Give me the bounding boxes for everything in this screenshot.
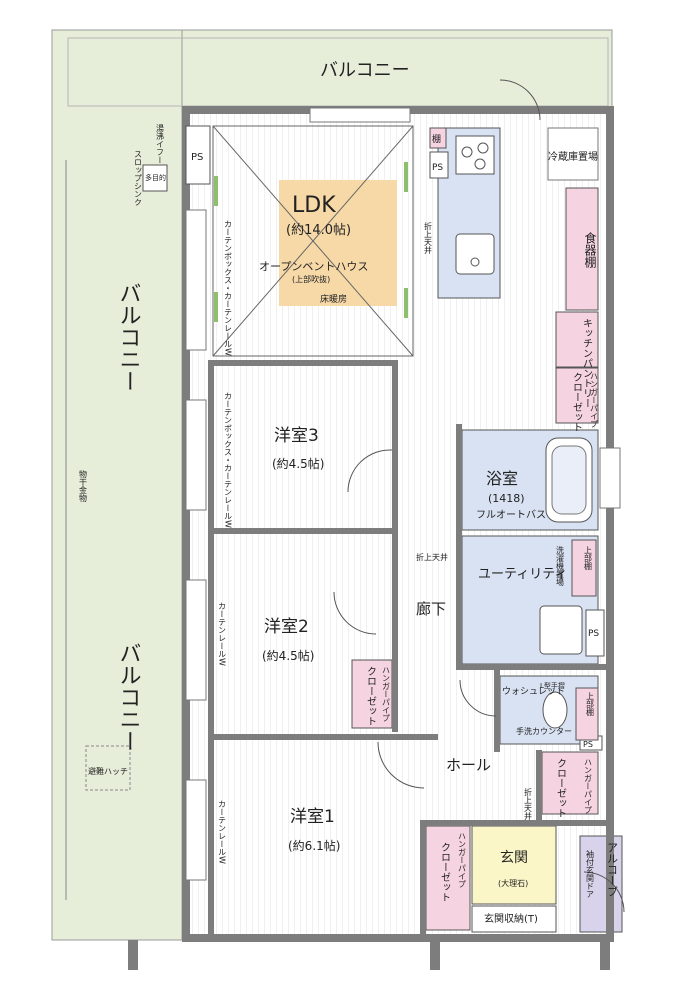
hot-water-label: 湯沸イフー [156, 123, 165, 164]
toilet-bowl [542, 691, 568, 729]
dish-shelf-zone [565, 187, 599, 311]
ldk-label: LDK [292, 193, 336, 218]
l-handrail-label: L型手摺 [540, 681, 565, 690]
corridor-label: 廊下 [416, 600, 446, 618]
multi-purpose-box [142, 164, 168, 192]
hand-wash-label: 手洗カウンター [516, 726, 572, 736]
escape-hatch-label: 避難ハッチ [88, 766, 128, 776]
balcony-top-label: バルコニー [320, 60, 410, 81]
closet-3-label: クローゼット [555, 758, 567, 818]
slop-sink-label: スロップシンク [134, 150, 143, 206]
room1-label: 洋室1 [290, 807, 335, 827]
upper-shelf-box-1 [571, 539, 597, 597]
ps-top-left-label: PS [191, 152, 203, 163]
vanity-basin [539, 605, 583, 655]
fridge-space [547, 127, 599, 181]
closet1-zone [555, 367, 599, 424]
ps-box-top-left [185, 125, 211, 185]
curtain-rail-2-label: カーテンレールW [218, 602, 227, 666]
floor-heat-label: 床暖房 [320, 293, 347, 305]
open-vent-cross [212, 125, 414, 357]
hanger-pipe-1-label: ハンガーパイプ [590, 372, 599, 428]
hanger-pipe-3-label: ハンガーパイプ [584, 758, 593, 814]
room3-size-label: (約4.5帖) [272, 456, 324, 471]
closet-2-label: クローゼット [365, 666, 377, 726]
full-auto-bath-label: フルオートバス [476, 509, 546, 521]
kitchen-pantry-label: キッチンパントリー [581, 318, 593, 408]
sink [455, 233, 495, 275]
upper-shelf-box-2 [575, 687, 599, 741]
closet4-zone [425, 825, 471, 931]
washer-label: 洗濯機置場 [556, 545, 565, 587]
multi-purpose-label: 多目的 [145, 173, 166, 182]
folding-ceiling-3-label: 折上天井 [524, 787, 533, 821]
marble-label: (大理石) [498, 878, 528, 888]
closet-4-label: クローゼット [439, 842, 451, 902]
hanger-pipe-4-label: ハンガーパイプ [458, 832, 467, 888]
folding-ceiling-1-label: 折上天井 [424, 221, 433, 255]
ps-toilet-label: PS [583, 740, 593, 749]
escape-hatch-box [85, 745, 131, 791]
ps-box-utility [585, 609, 605, 657]
room3-label: 洋室3 [274, 426, 319, 446]
upper-shelf-2-label: 上部棚 [586, 692, 595, 717]
shelf-box [429, 127, 447, 149]
entrance-zone [471, 825, 557, 905]
sleeve-door-label: 袖付玄関ドア [586, 849, 595, 898]
pantry-zone [555, 311, 599, 368]
upper-shelf-1-label: 上部棚 [584, 546, 593, 571]
open-vent-sub-label: (上部吹抜) [292, 274, 330, 284]
ps-box-kitchen [429, 151, 449, 179]
ps-utility-label: PS [588, 629, 599, 639]
folding-ceiling-2-label: 折上天井 [416, 552, 448, 562]
hanger-pipe-2-label: ハンガーパイプ [382, 666, 391, 722]
dish-shelf-label: 食器棚 [583, 231, 597, 269]
sash-windows [185, 107, 621, 881]
closet2-zone [351, 659, 393, 729]
open-vent-label: オープンベントハウス [259, 260, 368, 273]
fridge-label: 冷蔵庫置場 [548, 150, 598, 163]
ps-kitchen-label: PS [432, 163, 443, 173]
drying-hardware-label: 物干金物 [79, 469, 88, 503]
curtain-box-2-label: カーテンボックス・カーテンレールW [224, 392, 233, 528]
bath-size-label: (1418) [488, 492, 525, 505]
shelf-label: 棚 [432, 133, 441, 145]
curtain-box-1-label: カーテンボックス・カーテンレールW [224, 220, 233, 356]
windows [214, 162, 408, 322]
closet-1-label: クローゼット [571, 372, 583, 432]
washlet-label: ウォシュレット [502, 686, 565, 697]
balcony-left-label-2: バルコニー [116, 642, 141, 752]
curtain-rail-1-label: カーテンレールW [218, 800, 227, 864]
balcony-left-label-1: バルコニー [116, 282, 141, 392]
hall-label: ホール [446, 756, 491, 774]
stove [455, 135, 495, 175]
entrance-storage-zone [471, 905, 557, 933]
room2-label: 洋室2 [264, 617, 309, 637]
alcove-zone [579, 835, 623, 933]
closet3-zone [541, 751, 599, 815]
alcove-label: アルコーブ [606, 842, 619, 897]
room1-size-label: (約6.1帖) [288, 838, 340, 853]
door-swings [333, 79, 625, 913]
bath-label: 浴室 [486, 469, 518, 488]
ldk-size-label: (約14.0帖) [286, 223, 351, 238]
utility-label: ユーティリティ [478, 567, 567, 582]
room2-size-label: (約4.5帖) [262, 648, 314, 663]
entrance-storage-label: 玄関収納(T) [484, 912, 538, 925]
entrance-label: 玄関 [500, 849, 528, 866]
ldk-highlight [279, 180, 397, 306]
